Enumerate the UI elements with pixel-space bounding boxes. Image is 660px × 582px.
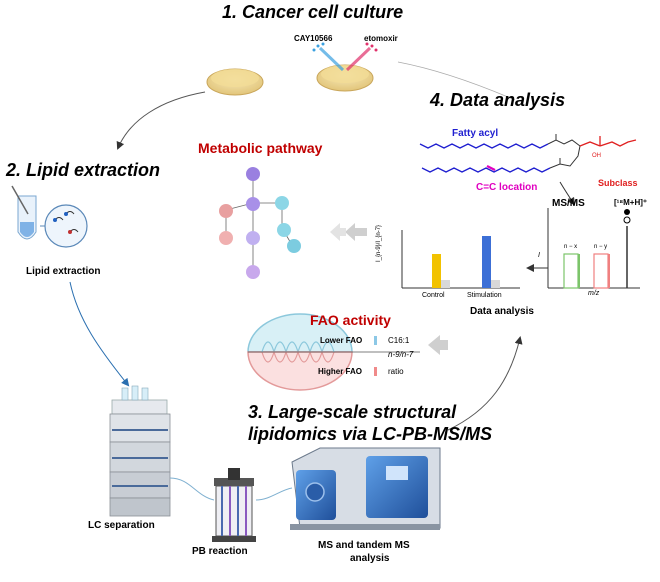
tubing [255, 487, 293, 501]
step-2-title: 2. Lipid extraction [6, 160, 161, 180]
msms-spectrum [547, 208, 640, 289]
oh-label: OH [592, 153, 601, 159]
node [246, 197, 260, 211]
pathway-network [219, 167, 301, 279]
ms-analysis-label-line1: MS and tandem MS [318, 540, 410, 551]
chevron-arrow-icon [330, 223, 346, 241]
bar-control [432, 254, 441, 288]
metabolic-pathway-title: Metabolic pathway [198, 140, 323, 156]
drug-label-cay10566: CAY10566 [294, 34, 333, 43]
lipid-structure [419, 134, 637, 173]
step-1-title: 1. Cancer cell culture [222, 2, 404, 22]
fatty-acyl-label: Fatty acyl [452, 128, 499, 139]
node [246, 231, 260, 245]
fao-c16-label: C16:1 [388, 336, 410, 345]
data-analysis-caption: Data analysis [470, 306, 534, 317]
bar-chart [401, 230, 520, 289]
fragment-ny-label: n − y [594, 244, 608, 250]
bar-control-shadow [441, 280, 450, 288]
pb-reaction-label: PB reaction [192, 546, 248, 557]
spectrum-y-axis-label: I [538, 252, 540, 259]
node [219, 204, 233, 218]
fragment-nx-label: n − x [564, 244, 578, 250]
arrow-culture-to-analysis [397, 61, 516, 101]
step-3-title-line1: 3. Large-scale structural [248, 402, 457, 422]
node [246, 265, 260, 279]
bar-category-control: Control [422, 292, 445, 299]
ms-analysis-label-line2: analysis [350, 553, 390, 564]
step-3-title-line2: lipidomics via LC-PB-MS/MS [248, 424, 493, 444]
lc-separation-label: LC separation [88, 520, 155, 531]
fao-higher-label: Higher FAO [318, 367, 363, 376]
bar-category-stimulation: Stimulation [467, 292, 502, 299]
node [275, 196, 289, 210]
node [219, 231, 233, 245]
subclass-label: Subclass [598, 178, 638, 188]
cc-location-label: C=C location [476, 182, 538, 193]
fao-ratio-text: n-9/n-7 [388, 350, 414, 359]
bar-stimulation-shadow [491, 280, 500, 288]
drug-label-etomoxir: etomoxir [364, 34, 398, 43]
fao-activity-title: FAO activity [310, 312, 391, 328]
mass-spectrometer-icon [290, 447, 441, 530]
chevron-arrow-icon [428, 335, 448, 355]
fao-lower-marker [374, 336, 377, 345]
msms-label: MS/MS [552, 198, 585, 209]
fao-ratio-label: ratio [388, 367, 404, 376]
arrow-2-to-3 [69, 281, 130, 387]
chevron-arrow-icon [345, 223, 367, 241]
tubing [169, 477, 215, 501]
spectrum-x-axis-label: m/z [588, 290, 600, 297]
node [287, 239, 301, 253]
bar-chart-y-axis-label: I_{n-9}/I_{n-7} [376, 224, 382, 262]
fao-higher-marker [374, 367, 377, 376]
culture-dish-treated [312, 42, 378, 92]
step-4-title: 4. Data analysis [430, 90, 566, 110]
lc-instrument-icon [109, 385, 171, 517]
bar-stimulation [482, 236, 491, 288]
extraction-tube-icon [11, 185, 88, 248]
fao-lower-label: Lower FAO [320, 336, 363, 345]
lipid-extraction-caption: Lipid extraction [26, 266, 101, 277]
node [277, 223, 291, 237]
arrow-3-to-4 [447, 336, 523, 431]
culture-dish-control [206, 68, 264, 96]
arrow-1-to-2 [116, 91, 206, 150]
mitochondrion-icon [247, 313, 420, 391]
precursor-label: [¹⁸M+H]⁺ [614, 198, 648, 207]
node [246, 167, 260, 181]
pb-reactor-icon [212, 468, 256, 542]
arrow-lipid-to-spectrum [559, 181, 576, 206]
